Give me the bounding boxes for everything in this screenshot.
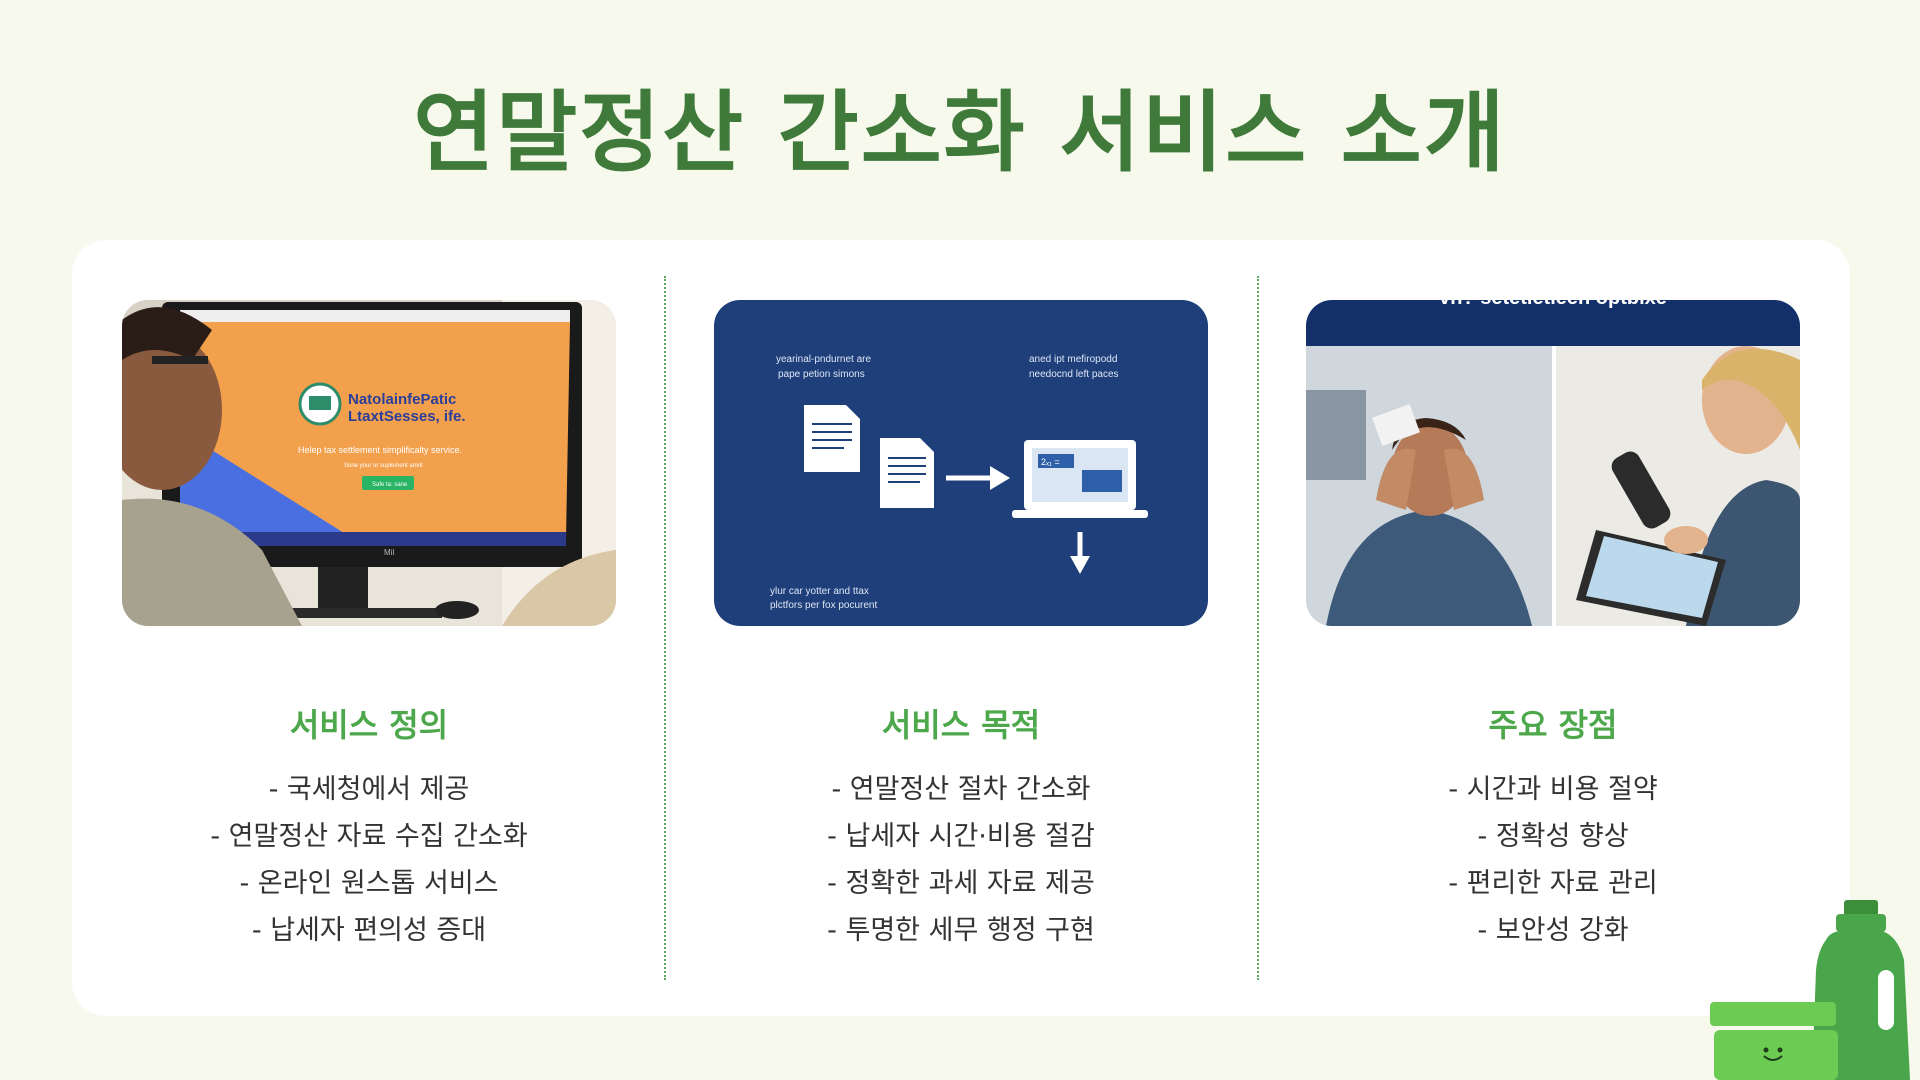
illustration-caption: pape petion simons xyxy=(778,369,865,380)
illustration-caption: needocnd left paces xyxy=(1029,369,1119,380)
website-button: Safe ta: sane xyxy=(372,482,408,488)
bullet-item: - 연말정산 절차 간소화 xyxy=(831,774,1091,805)
column-heading: 서비스 정의 xyxy=(289,706,449,744)
page-title: 연말정산 간소화 서비스 소개 xyxy=(413,81,1507,184)
document-icon xyxy=(804,405,860,472)
column-divider xyxy=(1257,276,1259,980)
illustration-caption: yearinal-pndurnet are xyxy=(776,354,871,365)
subtag: Sone your ur suplement amnt xyxy=(344,463,423,469)
column-service-definition: NatolainfePatic LtaxtSesses, ife. Helep … xyxy=(122,300,616,954)
brand-line-2: LtaxtSesses, ife. xyxy=(348,408,466,425)
tagline: Helep tax settlement simplificalty servi… xyxy=(298,445,462,455)
detergent-mascot-icon xyxy=(1710,900,1910,1080)
process-illustration: yearinal-pndurnet are pape petion simons… xyxy=(714,300,1208,626)
bullet-list: - 국세청에서 제공 - 연말정산 자료 수집 간소화 - 온라인 원스톱 서비… xyxy=(122,766,616,954)
nts-website-photo: NatolainfePatic LtaxtSesses, ife. Helep … xyxy=(122,300,616,626)
column-key-benefits: vn? setetietieen optbixe xyxy=(1306,300,1800,954)
bullet-item: - 국세청에서 제공 xyxy=(268,774,470,805)
illustration-caption: ylur car yotter and ttax xyxy=(770,586,869,597)
bullet-list: - 연말정산 절차 간소화 - 납세자 시간·비용 절감 - 정확한 과세 자료… xyxy=(714,766,1208,954)
bullet-item: - 편리한 자료 관리 xyxy=(1448,868,1658,899)
bullet-item: - 납세자 편의성 증대 xyxy=(251,915,487,946)
illustration-caption: aned ipt mefiropodd xyxy=(1029,354,1117,365)
content-card: NatolainfePatic LtaxtSesses, ife. Helep … xyxy=(72,240,1850,1016)
bullet-item: - 연말정산 자료 수집 간소화 xyxy=(210,821,528,852)
column-service-purpose: yearinal-pndurnet are pape petion simons… xyxy=(714,300,1208,954)
column-divider xyxy=(664,276,666,980)
column-heading: 서비스 목적 xyxy=(881,706,1041,744)
bullet-item: - 정확성 향상 xyxy=(1477,821,1629,852)
bullet-item: - 납세자 시간·비용 절감 xyxy=(827,821,1095,852)
screen-label: 2ₓ₁ = xyxy=(1041,457,1060,467)
bullet-list: - 시간과 비용 절약 - 정확성 향상 - 편리한 자료 관리 - 보안성 강… xyxy=(1306,766,1800,954)
bullet-item: - 온라인 원스톱 서비스 xyxy=(239,868,499,899)
bullet-item: - 보안성 강화 xyxy=(1477,915,1629,946)
monitor-brand: Mil xyxy=(384,548,394,557)
banner-text: vn? setetietieen optbixe xyxy=(1439,300,1667,309)
bullet-item: - 시간과 비용 절약 xyxy=(1448,774,1658,805)
brand-line-1: NatolainfePatic xyxy=(348,391,456,408)
bullet-item: - 투명한 세무 행정 구현 xyxy=(827,915,1095,946)
document-icon xyxy=(880,438,934,508)
column-heading: 주요 장점 xyxy=(1488,706,1618,744)
bullet-item: - 정확한 과세 자료 제공 xyxy=(827,868,1095,899)
illustration-caption: plctfors per fox pocurent xyxy=(770,600,877,611)
comparison-photo: vn? setetietieen optbixe xyxy=(1306,300,1800,626)
